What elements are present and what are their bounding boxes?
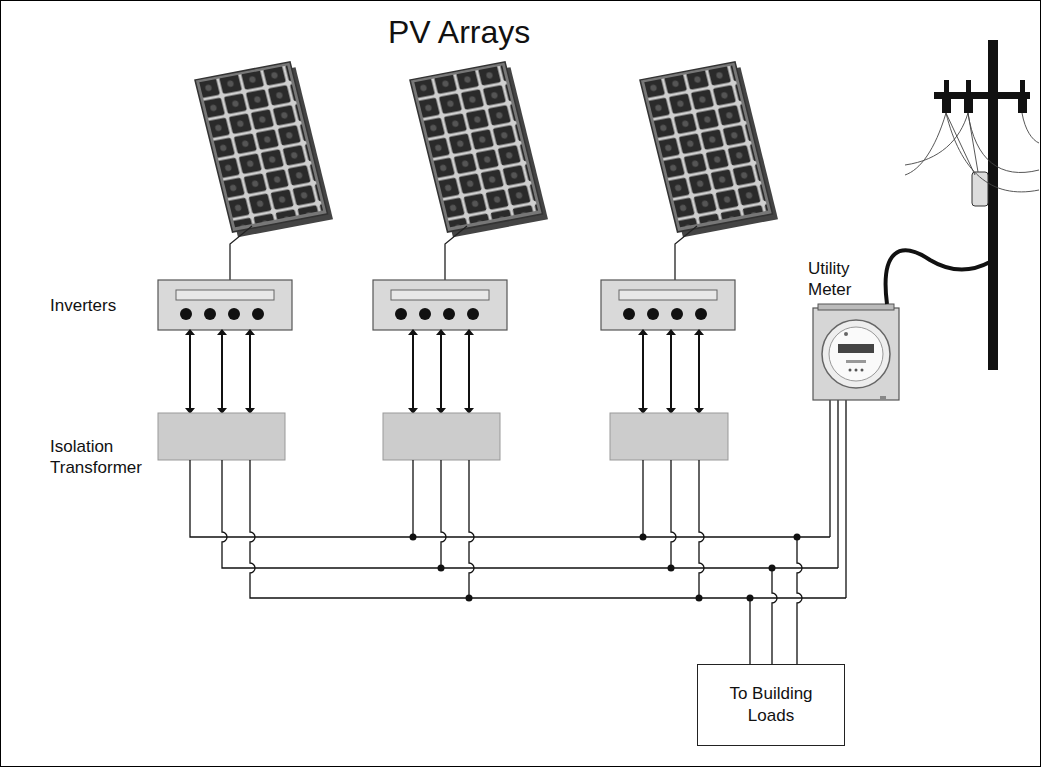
part-label: Isolation Transformer [50, 436, 158, 479]
part-label: Utility Meter [808, 258, 878, 301]
load-box: To Building Loads [697, 664, 845, 746]
part-label: Inverters [50, 295, 160, 316]
diagram-title: PV Arrays [388, 14, 530, 51]
box-text: To Building Loads [701, 677, 841, 733]
